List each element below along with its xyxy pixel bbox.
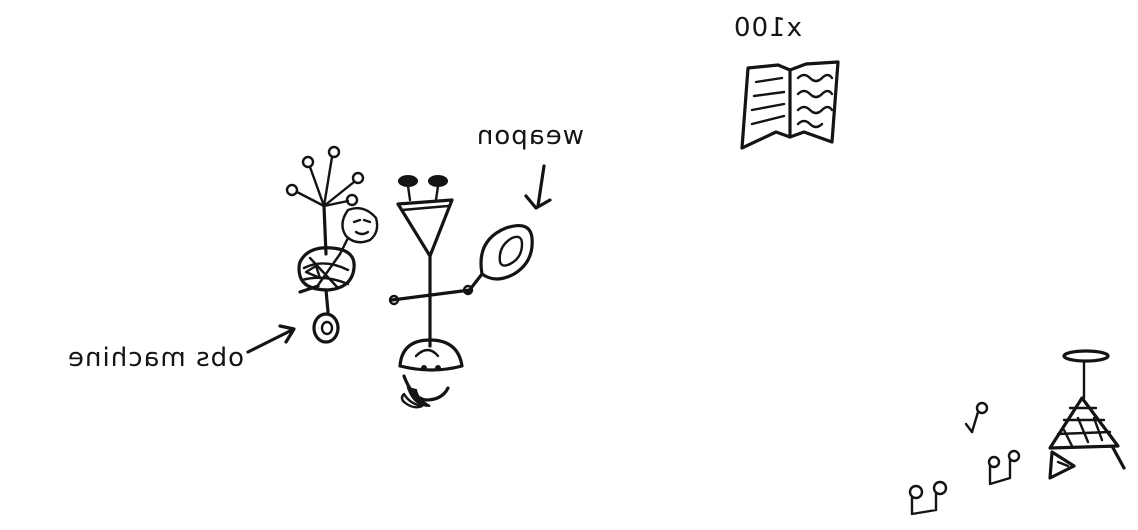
lamp-sketch (1048, 349, 1126, 480)
funnel-triangle (396, 198, 454, 258)
face-sketch (341, 207, 379, 244)
knob-icon (428, 175, 448, 187)
branch-bulb-icon (351, 171, 365, 185)
branching-figure (285, 145, 379, 344)
knob-icon (398, 175, 418, 187)
obs-machine-label: obs machine (67, 343, 244, 373)
magnification-label-group: x100 (733, 13, 802, 43)
music-notes (908, 401, 1021, 516)
obs-machine-label-group: obs machine (67, 343, 244, 373)
weapon-label-group: weapon (476, 121, 584, 151)
branch-bulb-icon (285, 183, 299, 197)
magnification-label: x100 (733, 13, 802, 43)
branch-bulb-icon (327, 145, 341, 159)
weapon-label: weapon (476, 121, 584, 151)
book-sketch (740, 60, 840, 150)
obs-machine-arrow (246, 324, 296, 354)
weapon-arrow (524, 164, 552, 210)
funnel-figure (388, 175, 474, 409)
weapon-sketch (466, 224, 534, 294)
egg-base (312, 312, 340, 344)
branch-bulb-icon (301, 155, 315, 169)
dome-base (398, 338, 464, 372)
